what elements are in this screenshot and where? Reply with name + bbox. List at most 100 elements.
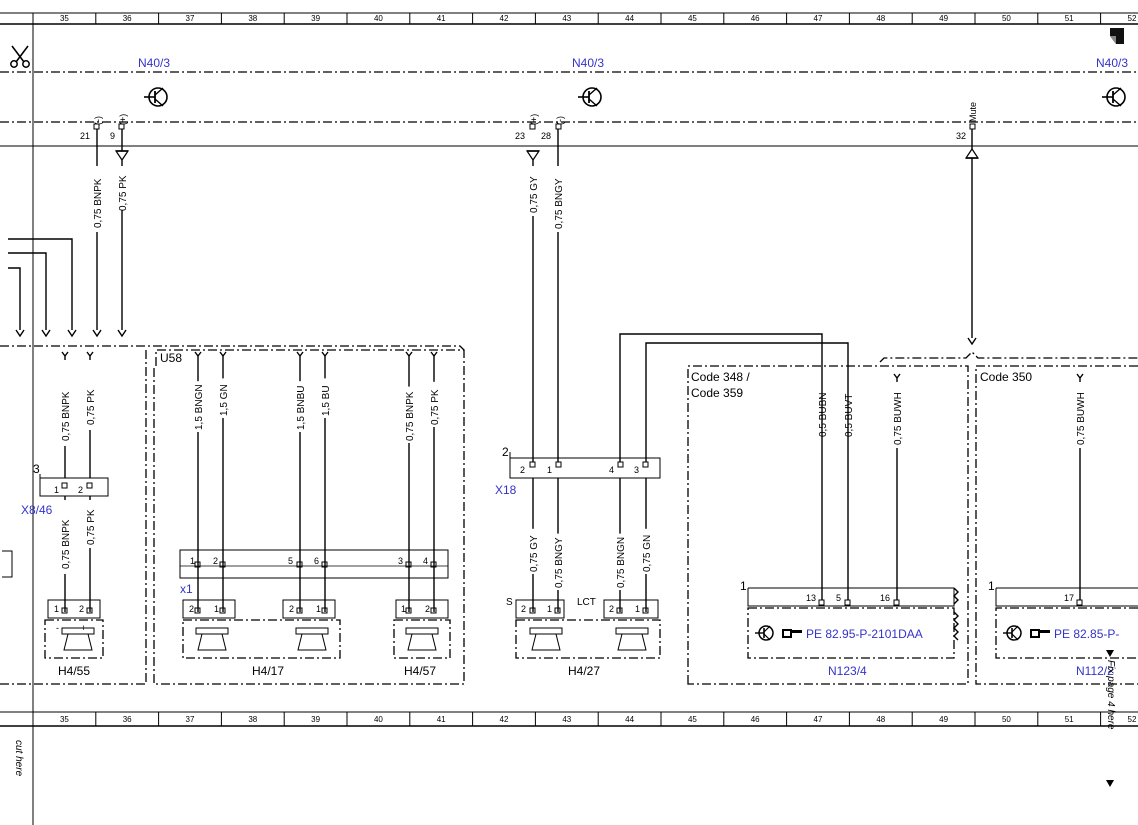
speaker-label: H4/55	[58, 664, 90, 678]
svg-text:1: 1	[635, 604, 640, 614]
wire-label: 0,75 BNGY	[554, 537, 565, 588]
svg-text:2: 2	[189, 604, 194, 614]
harness-boundary	[879, 351, 1138, 363]
wire-break	[405, 351, 413, 358]
connector-x18[interactable]: 2 X18 2 1 4 3	[495, 445, 661, 497]
pin-terminal	[405, 607, 412, 614]
connector-label[interactable]: X8/46	[21, 503, 53, 517]
speaker-h4-17[interactable]: 2 1 2 1 H4/17	[182, 604, 341, 678]
pin-number: 21	[80, 131, 90, 141]
connector-number: 1	[740, 579, 747, 593]
connector-x1[interactable]: x1 1 2 5 6 3 4	[179, 549, 449, 596]
speaker-h4-57[interactable]: 1 2 H4/57	[393, 604, 451, 678]
connector-label[interactable]: X18	[495, 483, 517, 497]
svg-text:5: 5	[288, 556, 293, 566]
arrow-down-icon	[1106, 650, 1114, 657]
module-label[interactable]: N123/4	[828, 664, 867, 678]
grid-column-number: 48	[876, 715, 885, 724]
grid-column-number: 46	[751, 14, 760, 23]
wire-label: 0,75 PK	[118, 175, 129, 211]
speaker-h4-27[interactable]: S LCT 2 1 2 1 H4/27	[506, 597, 661, 678]
grid-column-number: 40	[374, 715, 383, 724]
wire-break	[194, 351, 202, 358]
pin-terminal	[321, 607, 328, 614]
pin-number: 9	[110, 131, 115, 141]
module-n112-2[interactable]: 1 17 PE 82.85-P- N112/2	[988, 579, 1138, 678]
wire-label: 1,5 GN	[219, 384, 230, 416]
pin-terminal	[194, 607, 201, 614]
module-label-n40-mid[interactable]: N40/3	[572, 56, 604, 70]
svg-text:4: 4	[423, 556, 428, 566]
speaker-label: H4/57	[404, 664, 436, 678]
svg-text:5: 5	[836, 593, 841, 603]
grid-column-number: 50	[1002, 14, 1011, 23]
connector-label[interactable]: x1	[180, 582, 193, 596]
speaker-icon	[615, 627, 649, 651]
wire-label: 1,5 BU	[321, 385, 332, 416]
svg-text:3: 3	[398, 556, 403, 566]
transistor-icon	[144, 87, 168, 107]
reference-link[interactable]: PE 82.85-P-	[1054, 627, 1119, 641]
harness-boundary	[0, 345, 465, 351]
pin-terminal	[296, 607, 303, 614]
pin-number: 32	[956, 131, 966, 141]
wire-break	[321, 351, 329, 358]
pin-21: 21 (-)	[80, 116, 103, 141]
wire-label: 0,75 BNPK	[405, 391, 416, 441]
speaker-connector	[395, 599, 449, 619]
grid-column-number: 41	[437, 715, 446, 724]
pin-terminal	[430, 607, 437, 614]
pin-terminal	[554, 607, 561, 614]
arrow-down-icon	[1106, 780, 1114, 787]
u58-boundary	[153, 349, 465, 685]
section-title: Code 359	[691, 386, 743, 400]
grid-column-number: 39	[311, 14, 320, 23]
speaker-label: H4/17	[252, 664, 284, 678]
pin-terminal	[219, 607, 226, 614]
grid-column-number: 52	[1128, 715, 1137, 724]
svg-text:LCT: LCT	[577, 597, 596, 608]
speaker-label: H4/27	[568, 664, 600, 678]
section-title: Code 350	[980, 370, 1032, 384]
pin-number: 23	[515, 131, 525, 141]
pin-28: 28 (-)	[541, 116, 565, 141]
grid-column-number: 47	[814, 14, 823, 23]
wire-label: 0,75 GY	[529, 535, 540, 572]
pin-terminal	[642, 607, 649, 614]
svg-text:-: -	[56, 623, 59, 633]
transistor-icon	[755, 625, 774, 641]
svg-text:+: +	[81, 623, 86, 633]
wire-label: 0,75 BUWH	[1076, 392, 1087, 445]
speaker-h4-55[interactable]: 1 2 - + H4/55	[44, 599, 104, 678]
svg-text:2: 2	[425, 604, 430, 614]
svg-text:2: 2	[213, 556, 218, 566]
svg-text:1: 1	[54, 485, 59, 495]
grid-column-number: 35	[60, 715, 69, 724]
scissors-icon	[10, 45, 30, 68]
svg-text:1: 1	[190, 556, 195, 566]
svg-text:13: 13	[806, 593, 816, 603]
section-title-u58: U58	[160, 351, 182, 365]
module-label-n40-left[interactable]: N40/3	[138, 56, 170, 70]
connector-number: 1	[988, 579, 995, 593]
ground-symbol	[114, 147, 980, 162]
module-label[interactable]: N112/2	[1076, 664, 1114, 678]
grid-column-number: 44	[625, 14, 634, 23]
speaker-icon	[529, 627, 563, 651]
grid-column-number: 47	[814, 715, 823, 724]
grid-column-number: 40	[374, 14, 383, 23]
grid-column-number: 49	[939, 715, 948, 724]
grid-column-number: 51	[1065, 715, 1074, 724]
pin-number: 28	[541, 131, 551, 141]
speaker-icon	[405, 627, 439, 651]
connector-x8-46[interactable]: 3 1 2 X8/46	[21, 462, 109, 517]
module-label-n40-right[interactable]: N40/3	[1096, 56, 1128, 70]
code350-boundary	[975, 365, 1138, 685]
reference-link[interactable]: PE 82.95-P-2101DAA	[806, 627, 923, 641]
grid-column-number: 43	[562, 14, 571, 23]
module-n123-4[interactable]: 1 13 5 16 PE 82.95-P-2101DAA N123/4	[740, 579, 955, 678]
